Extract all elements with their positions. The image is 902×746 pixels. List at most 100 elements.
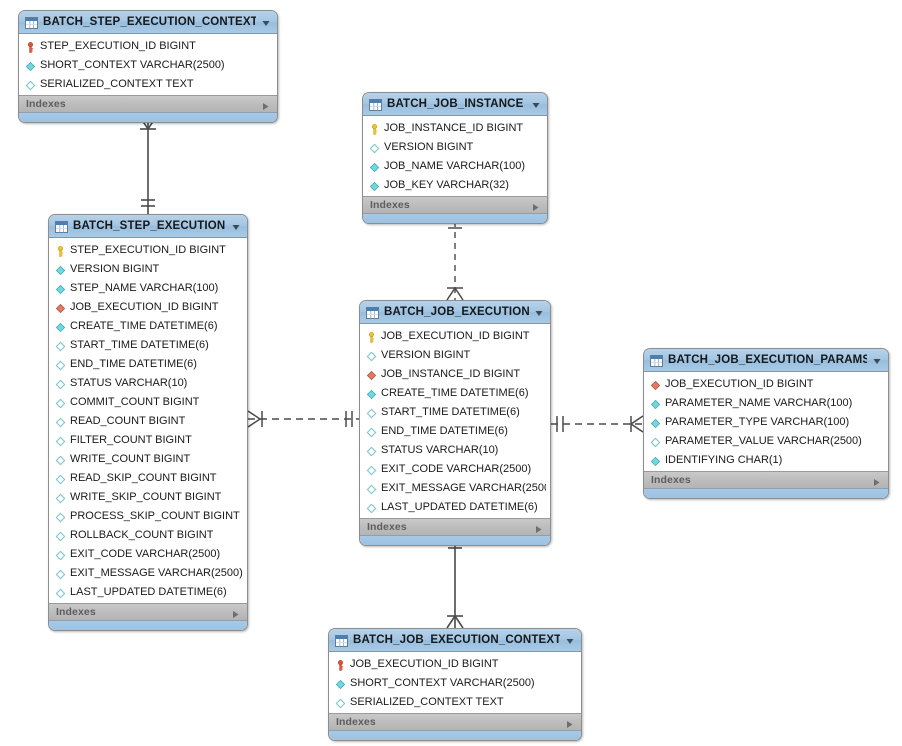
column-row[interactable]: WRITE_COUNT BIGINT [49,449,247,468]
relationship-job-execution-to-job-context[interactable] [446,532,464,629]
column-row[interactable]: EXIT_CODE VARCHAR(2500) [360,459,550,478]
expand-right-arrow-icon[interactable] [230,607,241,618]
column-row[interactable]: ROLLBACK_COUNT BIGINT [49,525,247,544]
column-row[interactable]: PARAMETER_TYPE VARCHAR(100) [644,412,888,431]
indexes-section-bar[interactable]: Indexes [19,95,277,112]
not-null-column-icon [650,397,661,410]
column-row[interactable]: STATUS VARCHAR(10) [49,373,247,392]
column-row[interactable]: READ_COUNT BIGINT [49,411,247,430]
not-null-column-icon [369,179,380,192]
column-row[interactable]: JOB_EXECUTION_ID BIGINT [329,654,581,673]
column-row[interactable]: EXIT_MESSAGE VARCHAR(2500) [49,563,247,582]
table-icon [335,634,348,647]
column-row[interactable]: PROCESS_SKIP_COUNT BIGINT [49,506,247,525]
chevron-down-icon[interactable] [871,354,883,366]
entity-table-batch-job-execution-context[interactable]: BATCH_JOB_EXECUTION_CONTEXT JOB_EXECUTION… [328,628,582,741]
column-row[interactable]: STEP_EXECUTION_ID BIGINT [49,240,247,259]
column-label: SERIALIZED_CONTEXT TEXT [350,695,504,708]
column-row[interactable]: START_TIME DATETIME(6) [49,335,247,354]
expand-right-arrow-icon[interactable] [530,200,541,211]
column-row[interactable]: PARAMETER_NAME VARCHAR(100) [644,393,888,412]
column-label: END_TIME DATETIME(6) [70,357,197,370]
entity-table-batch-job-execution-params[interactable]: BATCH_JOB_EXECUTION_PARAMS JOB_EXECUTION_… [643,348,889,499]
entity-header[interactable]: BATCH_STEP_EXECUTION_CONTEXT [19,11,277,34]
column-row[interactable]: READ_SKIP_COUNT BIGINT [49,468,247,487]
column-row[interactable]: CREATE_TIME DATETIME(6) [360,383,550,402]
column-row[interactable]: JOB_EXECUTION_ID BIGINT [644,374,888,393]
chevron-down-icon[interactable] [530,98,542,110]
column-row[interactable]: LAST_UPDATED DATETIME(6) [360,497,550,516]
column-label: STEP_EXECUTION_ID BIGINT [40,39,196,52]
column-row[interactable]: JOB_NAME VARCHAR(100) [363,156,547,175]
entity-table-batch-step-execution-context[interactable]: BATCH_STEP_EXECUTION_CONTEXT STEP_EXECUTI… [18,10,278,123]
column-row[interactable]: EXIT_CODE VARCHAR(2500) [49,544,247,563]
entity-column-list: JOB_INSTANCE_ID BIGINT VERSION BIGINT JOB_… [363,116,547,196]
column-row[interactable]: CREATE_TIME DATETIME(6) [49,316,247,335]
entity-bottom-strip [19,112,277,122]
chevron-down-icon[interactable] [260,16,272,28]
relationship-job-execution-to-step-execution[interactable] [247,410,359,428]
column-row[interactable]: WRITE_SKIP_COUNT BIGINT [49,487,247,506]
column-row[interactable]: COMMIT_COUNT BIGINT [49,392,247,411]
column-row[interactable]: VERSION BIGINT [363,137,547,156]
nullable-column-icon [366,406,377,419]
column-row[interactable]: SHORT_CONTEXT VARCHAR(2500) [329,673,581,692]
expand-right-arrow-icon[interactable] [260,99,271,110]
column-row[interactable]: JOB_INSTANCE_ID BIGINT [360,364,550,383]
column-label: SHORT_CONTEXT VARCHAR(2500) [40,58,225,71]
not-null-column-icon [366,387,377,400]
chevron-down-icon[interactable] [564,634,576,646]
column-row[interactable]: END_TIME DATETIME(6) [49,354,247,373]
indexes-section-bar[interactable]: Indexes [363,196,547,213]
entity-title: BATCH_STEP_EXECUTION_CONTEXT [43,16,256,28]
column-label: JOB_KEY VARCHAR(32) [384,178,509,191]
indexes-section-bar[interactable]: Indexes [329,713,581,730]
column-row[interactable]: JOB_KEY VARCHAR(32) [363,175,547,194]
column-row[interactable]: SERIALIZED_CONTEXT TEXT [329,692,581,711]
column-row[interactable]: EXIT_MESSAGE VARCHAR(2500) [360,478,550,497]
chevron-down-icon[interactable] [230,220,242,232]
column-label: VERSION BIGINT [384,140,474,153]
expand-right-arrow-icon[interactable] [871,475,882,486]
indexes-section-bar[interactable]: Indexes [644,471,888,488]
entity-header[interactable]: BATCH_JOB_EXECUTION_CONTEXT [329,629,581,652]
entity-table-batch-step-execution[interactable]: BATCH_STEP_EXECUTION STEP_EXECUTION_ID BI… [48,214,248,631]
column-row[interactable]: STEP_EXECUTION_ID BIGINT [19,36,277,55]
indexes-section-bar[interactable]: Indexes [49,603,247,620]
entity-header[interactable]: BATCH_JOB_EXECUTION_PARAMS [644,349,888,372]
column-label: STEP_EXECUTION_ID BIGINT [70,243,226,256]
primary-foreign-key-icon [25,40,36,53]
nullable-column-icon [366,444,377,457]
entity-header[interactable]: BATCH_JOB_EXECUTION [360,301,550,324]
column-row[interactable]: FILTER_COUNT BIGINT [49,430,247,449]
expand-right-arrow-icon[interactable] [533,522,544,533]
relationship-step-execution-to-step-context[interactable] [139,116,157,214]
column-row[interactable]: START_TIME DATETIME(6) [360,402,550,421]
column-label: CREATE_TIME DATETIME(6) [70,319,218,332]
column-row[interactable]: SERIALIZED_CONTEXT TEXT [19,74,277,93]
nullable-column-icon [366,463,377,476]
entity-header[interactable]: BATCH_JOB_INSTANCE [363,93,547,116]
indexes-label: Indexes [26,98,66,110]
column-label: VERSION BIGINT [70,262,160,275]
column-row[interactable]: VERSION BIGINT [360,345,550,364]
column-row[interactable]: JOB_EXECUTION_ID BIGINT [49,297,247,316]
column-row[interactable]: LAST_UPDATED DATETIME(6) [49,582,247,601]
column-row[interactable]: PARAMETER_VALUE VARCHAR(2500) [644,431,888,450]
indexes-section-bar[interactable]: Indexes [360,518,550,535]
entity-header[interactable]: BATCH_STEP_EXECUTION [49,215,247,238]
column-row[interactable]: JOB_EXECUTION_ID BIGINT [360,326,550,345]
column-row[interactable]: SHORT_CONTEXT VARCHAR(2500) [19,55,277,74]
entity-table-batch-job-execution[interactable]: BATCH_JOB_EXECUTION JOB_EXECUTION_ID BIGI… [359,300,551,546]
relationship-job-execution-to-params[interactable] [551,415,644,433]
not-null-column-icon [650,454,661,467]
column-row[interactable]: STEP_NAME VARCHAR(100) [49,278,247,297]
column-row[interactable]: IDENTIFYING CHAR(1) [644,450,888,469]
column-row[interactable]: VERSION BIGINT [49,259,247,278]
expand-right-arrow-icon[interactable] [564,717,575,728]
chevron-down-icon[interactable] [533,306,545,318]
column-row[interactable]: STATUS VARCHAR(10) [360,440,550,459]
column-row[interactable]: JOB_INSTANCE_ID BIGINT [363,118,547,137]
column-row[interactable]: END_TIME DATETIME(6) [360,421,550,440]
